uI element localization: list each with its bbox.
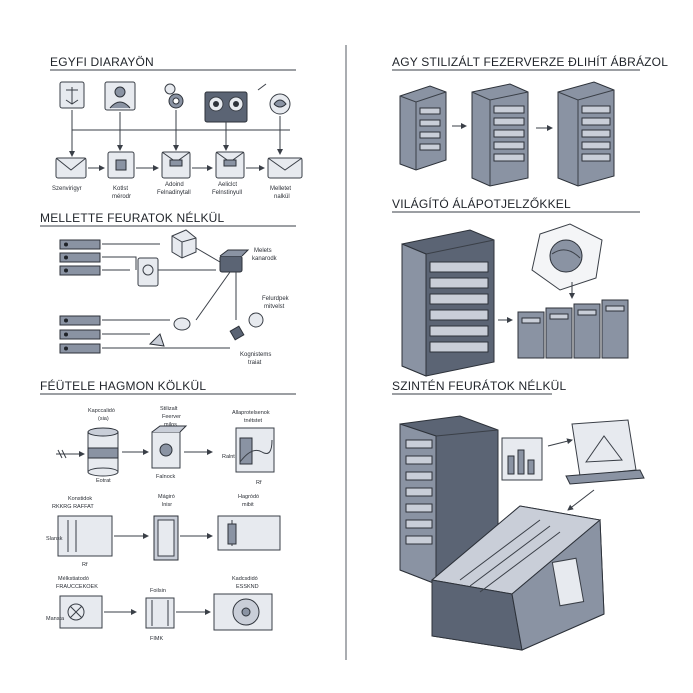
s1-label-d1: Aeliclct xyxy=(218,182,237,188)
s2-cube xyxy=(171,229,197,259)
section-1-heading: EGYFI DIARAYÖN xyxy=(50,55,154,69)
s1-icon-round xyxy=(257,83,291,115)
s2-label-k1: Kognistems xyxy=(240,352,271,358)
s3-label-b2: Feerver xyxy=(162,414,181,420)
section-3-heading: FÉÜTELE HAGMON KÖLKÜL xyxy=(40,378,206,393)
s1-label-e1: Melletet xyxy=(270,186,291,192)
s5-server-row xyxy=(517,299,629,359)
s2-rack-stack-top xyxy=(59,239,101,276)
s6-large-server xyxy=(399,415,499,585)
s3-panel xyxy=(153,515,179,561)
s6-readout-card xyxy=(501,437,543,481)
s1-envelope-4 xyxy=(215,151,245,179)
section-4-heading: AGY STILIZÁLT FEZERVERZE ÐLIHÍT ÁBRÁZOL xyxy=(392,54,668,69)
s4-server-2 xyxy=(471,83,529,187)
s1-envelope-2 xyxy=(107,151,135,179)
s3-label-b3: milos xyxy=(164,422,177,428)
s1-label-d2: Felnstinyull xyxy=(212,190,242,196)
s4-server-1 xyxy=(399,85,447,171)
s3-label-i2: ESSKND xyxy=(236,584,259,590)
s2-label-k2: traiat xyxy=(248,360,262,366)
s3-server-box xyxy=(151,425,188,469)
s1-label-b1: Kotlst xyxy=(113,186,128,192)
s3-label-a2: (sia) xyxy=(98,416,109,422)
s3-label-a3: Eotrat xyxy=(96,478,111,484)
s3-box-2 xyxy=(217,515,281,551)
s3-label-f1: Hagródó xyxy=(238,494,259,500)
s3-label-g3: Mansta xyxy=(46,616,65,622)
s3-label-f2: mibit xyxy=(242,502,254,508)
s3-label-c4: Ralnt xyxy=(222,454,235,460)
s1-icon-monitor xyxy=(204,91,248,123)
s3-label-d3: Rf xyxy=(82,562,88,568)
s2-magnifier-1 xyxy=(148,317,191,347)
s3-chart-box xyxy=(235,427,275,473)
s2-rack-stack-bottom xyxy=(59,315,101,354)
s3-cylinder xyxy=(87,427,119,477)
s3-label-b4: Falnock xyxy=(156,474,176,480)
section-2-heading: MELLETTE FEURATOK NÉLKÜL xyxy=(40,210,225,225)
s3-label-h1: Foilsin xyxy=(150,588,166,594)
s3-label-c2: tnétstet xyxy=(244,418,263,424)
s2-device-box xyxy=(137,257,159,287)
s2-switch xyxy=(219,249,250,273)
s1-label-b2: mérodr xyxy=(112,194,131,200)
s3-label-c1: Allaprotelsenok xyxy=(232,410,270,416)
s3-label-b1: Stilizalt xyxy=(160,406,178,412)
s6-console xyxy=(430,505,605,651)
s3-label-e1: Mágiró xyxy=(158,494,175,500)
section-6-heading: SZINTÉN FEURÁTOK NÉLKÜL xyxy=(392,378,567,393)
s1-envelope-5 xyxy=(267,157,303,179)
s6-screen-panel xyxy=(565,419,645,485)
s2-magnifier-2 xyxy=(229,312,264,341)
s2-label-f2: mitvelst xyxy=(264,304,285,310)
section-1: EGYFI DIARAYÖN xyxy=(50,55,303,200)
s3-label-a1: Kapccalidó xyxy=(88,408,115,414)
s3-label-e2: lnisr xyxy=(162,502,172,508)
s3-label-d4: Slansk xyxy=(46,536,63,542)
s2-label-m2: kanarodk xyxy=(252,256,278,262)
section-2: MELLETTE FEURATOK NÉLKÜL Melets xyxy=(40,210,296,366)
s3-label-h2: FIMK xyxy=(150,636,163,642)
s1-label-c2: Felnadinytall xyxy=(157,190,191,196)
s1-label-e2: nalkül xyxy=(274,194,290,200)
s1-icon-1 xyxy=(59,81,85,109)
s5-tall-rack xyxy=(401,229,495,377)
s3-label-g2: FRAUCCEKOEK xyxy=(56,584,98,590)
s2-label-f1: Felurdpek xyxy=(262,296,290,302)
s3-label-c3: Rf xyxy=(256,480,262,486)
s1-label-a: Szenvirigyr xyxy=(52,186,82,192)
s1-envelope-3 xyxy=(161,151,191,179)
s3-device-3 xyxy=(59,595,103,629)
s3-graph-box xyxy=(57,515,113,557)
s5-globe-pad xyxy=(531,223,603,291)
s4-server-3 xyxy=(557,81,615,187)
section-5: VILÁGÍTÓ ÁLÁPOTJELZŐKKEL xyxy=(392,196,640,377)
section-6: SZINTÉN FEURÁTOK NÉLKÜL xyxy=(392,378,645,651)
s1-icon-gear xyxy=(164,83,184,109)
s3-tall-box xyxy=(145,597,175,629)
s3-label-d2: RKKRG RAFFAT xyxy=(52,504,94,510)
section-5-heading: VILÁGÍTÓ ÁLÁPOTJELZŐKKEL xyxy=(392,196,571,211)
s1-label-c1: Adoind xyxy=(165,182,184,188)
s1-icon-user xyxy=(104,81,136,111)
section-4: AGY STILIZÁLT FEZERVERZE ÐLIHÍT ÁBRÁZOL xyxy=(392,54,668,187)
s3-disc-box xyxy=(213,593,273,631)
s3-label-g1: Mélkstiatodó xyxy=(58,576,89,582)
s1-envelope-1 xyxy=(55,157,87,179)
s3-label-i1: Kadcsdidó xyxy=(232,576,258,582)
s3-label-d1: Konstidok xyxy=(68,496,92,502)
s2-label-m1: Melets xyxy=(254,248,272,254)
section-3: FÉÜTELE HAGMON KÖLKÜL Kapccalidó (sia) E… xyxy=(40,378,296,642)
